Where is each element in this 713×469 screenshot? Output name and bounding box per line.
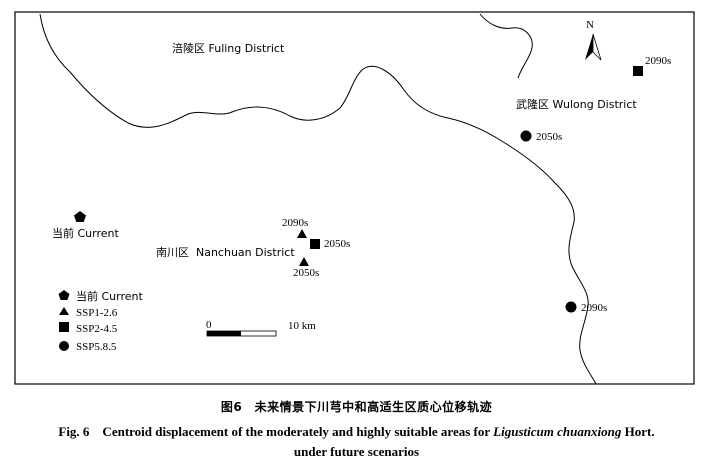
boundary-east <box>568 221 597 385</box>
circle-icon <box>565 301 577 313</box>
scale-label-start: 0 <box>206 319 212 331</box>
legend-label-ssp126: SSP1-2.6 <box>76 307 118 319</box>
legend: 当前 Current SSP1-2.6 SSP2-4.5 SSP5.8.5 <box>58 289 143 353</box>
square-icon <box>59 322 69 332</box>
district-label-wulong: 武隆区 Wulong District <box>516 97 637 111</box>
svg-text:N: N <box>586 19 594 31</box>
point-label-ssp585-2050s: 2050s <box>536 131 562 143</box>
figure-caption-en: Fig. 6 Centroid displacement of the mode… <box>58 424 655 439</box>
pentagon-icon <box>74 211 86 222</box>
point-label-current: 当前 Current <box>52 226 119 240</box>
scale-bar: 0 10 km <box>206 319 316 337</box>
map-panel: N 涪陵区 Fuling District 武隆区 Wulong Distric… <box>14 11 695 385</box>
map-frame <box>14 11 695 385</box>
point-label-ssp245-2090s: 2090s <box>645 55 671 67</box>
point-label-ssp245-2050s: 2050s <box>324 238 350 250</box>
species-name: Ligusticum chuanxiong <box>493 424 622 439</box>
scale-label-end: 10 km <box>288 320 316 332</box>
triangle-icon <box>59 307 69 315</box>
figure-caption-en-line2: under future scenarios <box>293 444 420 459</box>
boundary-wulong-north <box>479 13 533 79</box>
point-label-ssp126-2090s: 2090s <box>282 217 308 229</box>
legend-label-ssp585: SSP5.8.5 <box>76 341 117 353</box>
square-icon <box>633 66 643 76</box>
legend-label-ssp245: SSP2-4.5 <box>76 323 118 335</box>
square-icon <box>310 239 320 249</box>
figure-caption-cn: 图6 未来情景下川芎中和高适生区质心位移轨迹 <box>220 400 493 414</box>
circle-icon <box>520 130 532 142</box>
district-label-nanchuan: 南川区 Nanchuan District <box>156 246 295 259</box>
district-label-fuling: 涪陵区 Fuling District <box>172 41 285 55</box>
point-label-ssp585-2090s: 2090s <box>581 302 607 314</box>
pentagon-icon <box>58 290 70 300</box>
point-label-ssp126-2050s: 2050s <box>293 267 319 279</box>
circle-icon <box>59 341 69 351</box>
north-arrow-icon: N <box>585 19 602 61</box>
triangle-icon <box>297 229 307 238</box>
boundary-fuling-north <box>39 13 575 223</box>
triangle-icon <box>299 257 309 266</box>
legend-label-current: 当前 Current <box>76 289 143 303</box>
